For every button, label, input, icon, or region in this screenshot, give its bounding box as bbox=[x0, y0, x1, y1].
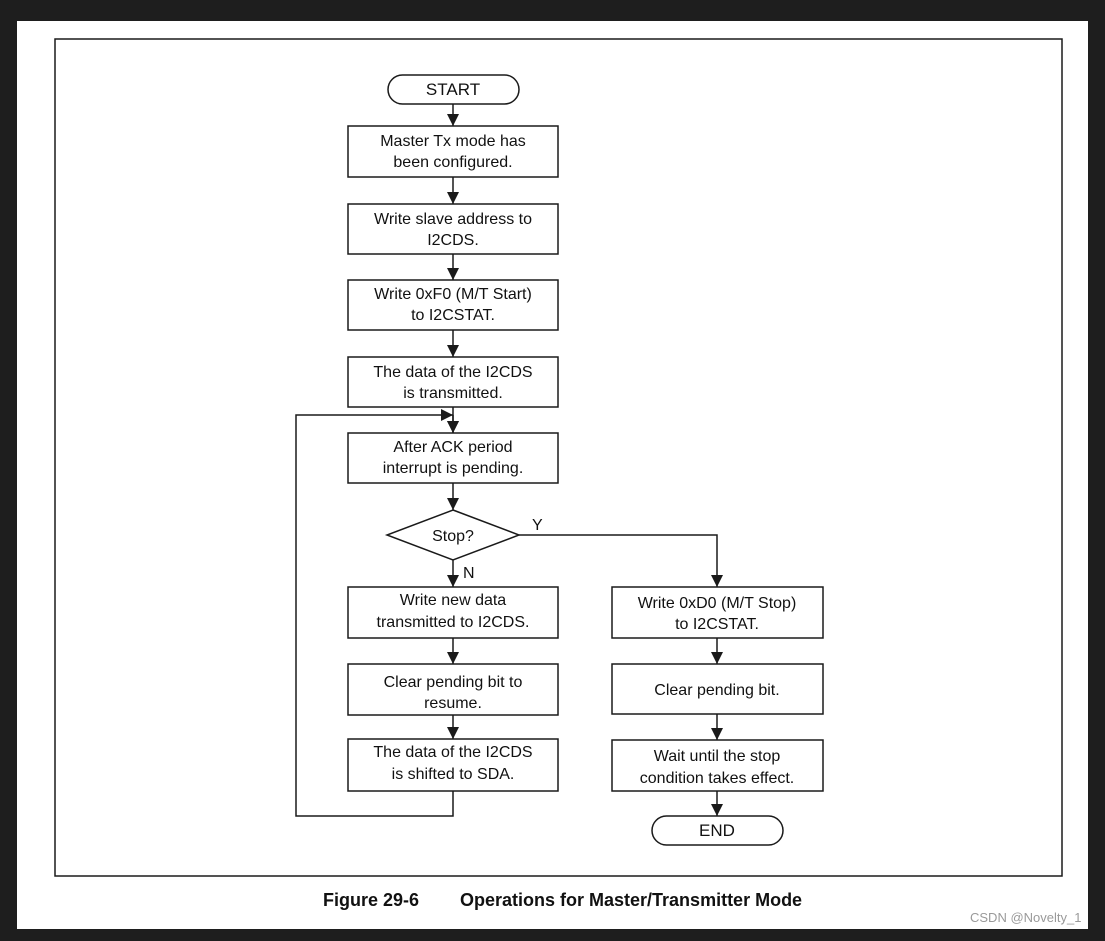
start-label: START bbox=[426, 80, 480, 99]
step-text-line1: Write 0xD0 (M/T Stop) bbox=[638, 595, 797, 612]
step-text-line1: The data of the I2CDS bbox=[373, 364, 532, 381]
step-text-line1: Write slave address to bbox=[374, 211, 532, 228]
step-text-line2: interrupt is pending. bbox=[383, 460, 524, 477]
connectors bbox=[295, 104, 723, 817]
step-text-line2: transmitted to I2CDS. bbox=[377, 614, 530, 631]
step-text-line1: Wait until the stop bbox=[654, 748, 781, 765]
step-clear-pending-resume: Clear pending bit to resume. bbox=[347, 663, 559, 716]
step-clear-pending: Clear pending bit. bbox=[611, 663, 824, 715]
watermark: CSDN @Novelty_1 bbox=[970, 910, 1082, 925]
step-text-line2: to I2CSTAT. bbox=[411, 307, 495, 324]
step-ack-interrupt-pending: After ACK period interrupt is pending. bbox=[347, 432, 559, 484]
step-write-new-data: Write new data transmitted to I2CDS. bbox=[347, 586, 559, 639]
figure-caption: Figure 29-6 Operations for Master/Transm… bbox=[323, 890, 802, 910]
step-write-stop: Write 0xD0 (M/T Stop) to I2CSTAT. bbox=[611, 586, 824, 639]
end-label: END bbox=[699, 821, 735, 840]
step-text-line2: resume. bbox=[424, 695, 482, 712]
decision-stop: Stop? bbox=[384, 509, 522, 561]
step-text-line1: The data of the I2CDS bbox=[373, 744, 532, 761]
step-text-line1: Master Tx mode has bbox=[380, 133, 526, 150]
step-text-line1: Write 0xF0 (M/T Start) bbox=[374, 286, 532, 303]
step-data-shifted-sda: The data of the I2CDS is shifted to SDA. bbox=[347, 738, 559, 792]
step-text-line2: I2CDS. bbox=[427, 232, 479, 249]
start-terminator: START bbox=[387, 74, 520, 105]
step-write-slave-address: Write slave address to I2CDS. bbox=[347, 203, 559, 255]
loop-back-connector bbox=[295, 409, 454, 817]
step-text-line2: been configured. bbox=[393, 154, 512, 171]
step-write-start: Write 0xF0 (M/T Start) to I2CSTAT. bbox=[347, 279, 559, 331]
decision-label: Stop? bbox=[432, 528, 474, 545]
caption-number: Figure 29-6 bbox=[323, 890, 419, 910]
step-text-line2: condition takes effect. bbox=[640, 770, 794, 787]
step-text-line1: Clear pending bit. bbox=[654, 682, 779, 699]
step-text-line2: is shifted to SDA. bbox=[392, 766, 515, 783]
step-text-line2: is transmitted. bbox=[403, 385, 503, 402]
yes-label: Y bbox=[532, 517, 543, 534]
step-text-line1: After ACK period bbox=[393, 439, 512, 456]
end-terminator: END bbox=[651, 815, 784, 846]
step-text-line1: Clear pending bit to bbox=[384, 674, 523, 691]
step-text-line2: to I2CSTAT. bbox=[675, 616, 759, 633]
step-text-line1: Write new data bbox=[400, 592, 507, 609]
arrow-connector-yes bbox=[519, 534, 723, 587]
no-label: N bbox=[463, 565, 475, 582]
step-data-transmitted: The data of the I2CDS is transmitted. bbox=[347, 356, 559, 408]
figure-frame bbox=[54, 38, 1063, 877]
caption-title: Operations for Master/Transmitter Mode bbox=[460, 890, 802, 910]
step-wait-stop-condition: Wait until the stop condition takes effe… bbox=[611, 739, 824, 792]
step-master-tx-configured: Master Tx mode has been configured. bbox=[347, 125, 559, 178]
